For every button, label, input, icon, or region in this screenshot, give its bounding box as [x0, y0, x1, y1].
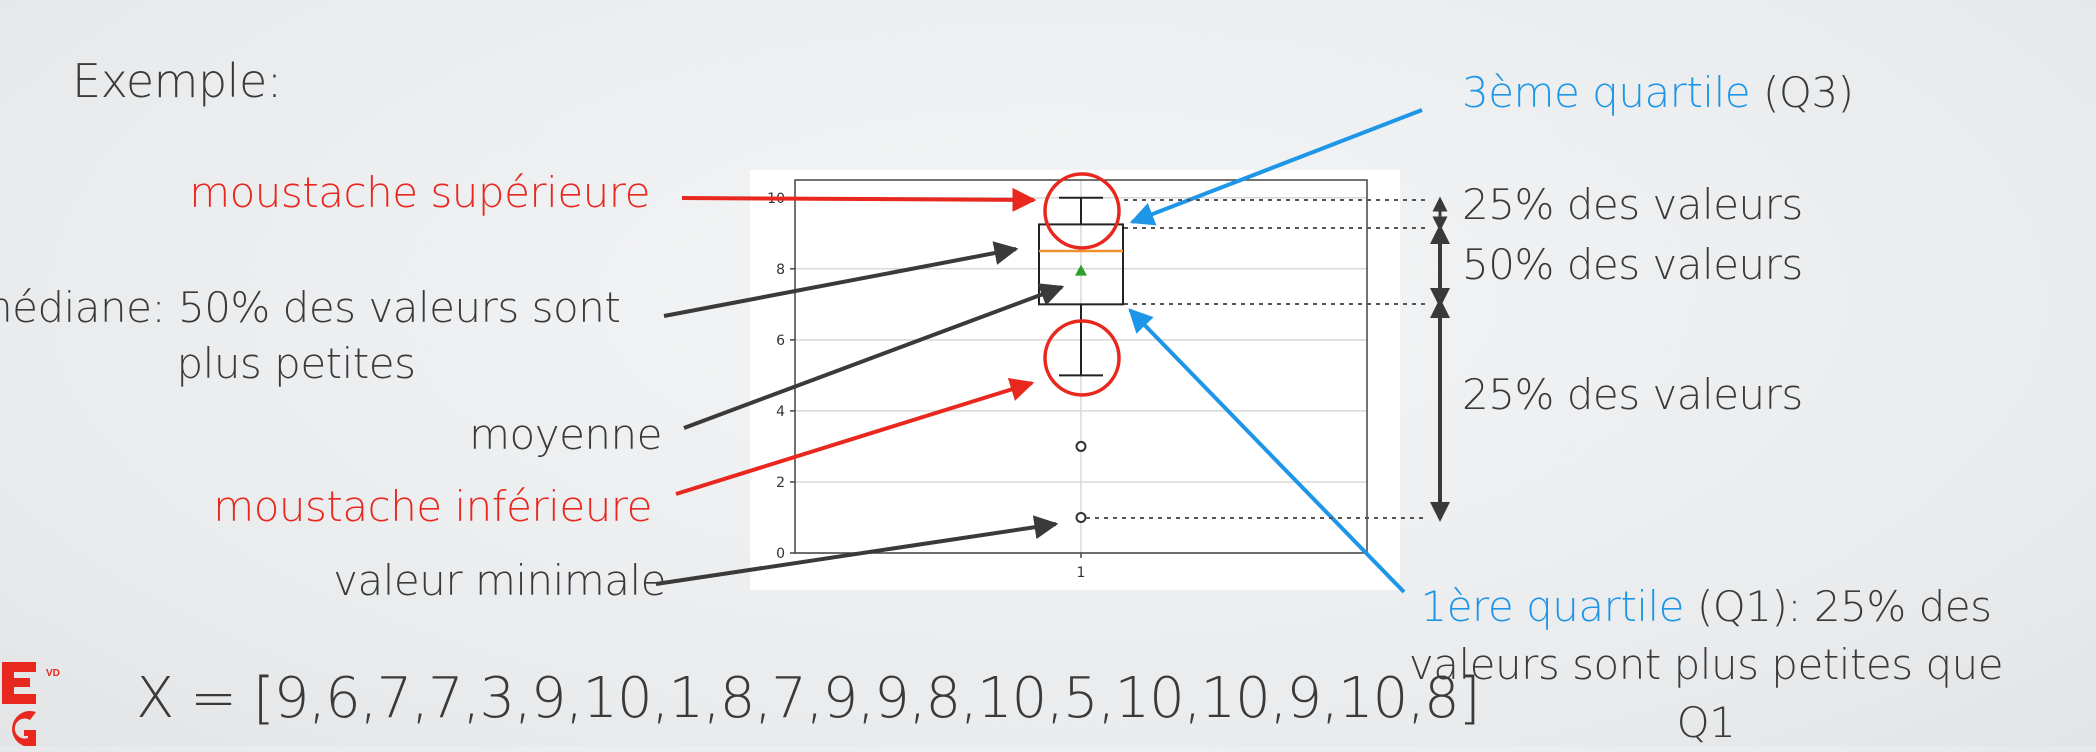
guide-lines [1086, 199, 1428, 519]
upper-whisker-label: moustache supérieure [189, 168, 650, 217]
upper-whisker-highlight [1043, 172, 1121, 250]
median-label-line1: médiane: 50% des valeurs sont [0, 283, 621, 332]
pct-top-label: 25% des valeurs [1462, 180, 1803, 229]
mean-label: moyenne [469, 410, 662, 459]
mean-marker [1075, 264, 1087, 276]
q3-label-colored: 3ème quartile [1462, 68, 1751, 117]
y-tick-label: 4 [776, 404, 785, 420]
quartile-box [1038, 223, 1124, 306]
q1-label-colored: 1ère quartile [1420, 582, 1685, 631]
q3-label-rest: (Q3) [1750, 68, 1854, 117]
chart-panel [750, 170, 1400, 590]
y-tick-label: 6 [776, 333, 785, 349]
data-formula: X = [9,6,7,7,3,9,10,1,8,7,9,9,8,10,5,10,… [136, 666, 1481, 731]
minimum-arrow [655, 515, 1059, 586]
y-tick-label: 8 [776, 262, 785, 278]
pct-bottom-label: 25% des valeurs [1462, 370, 1803, 419]
q1-label-rest: (Q1): 25% des valeurs sont plus petites … [1408, 582, 2004, 747]
upper-whisker-arrow [681, 187, 1037, 212]
minimum-label: valeur minimale [333, 556, 666, 605]
pct-middle-label: 50% des valeurs [1462, 240, 1803, 289]
median-arrow [663, 241, 1019, 318]
q3-label: 3ème quartile (Q3) [1462, 68, 1854, 117]
y-tick-label: 2 [776, 475, 785, 491]
median-label: médiane: 50% des valeurs sont plus petit… [0, 280, 636, 392]
y-tick-label: 0 [776, 546, 785, 562]
slide-title: Exemple: [72, 54, 282, 108]
q1-label: 1ère quartile (Q1): 25% des valeurs sont… [1396, 578, 2016, 752]
chart-box [1038, 196, 1124, 523]
median-label-line2: plus petites [176, 339, 416, 388]
lower-whisker-arrow [675, 377, 1035, 496]
lower-whisker-highlight [1043, 319, 1121, 397]
logo-vd-text: VD [46, 668, 60, 679]
x-tick-label: 1 [1077, 565, 1086, 581]
lower-whisker-label: moustache inférieure [213, 482, 652, 531]
outlier-point [1075, 440, 1087, 452]
q3-arrow [1129, 108, 1423, 226]
q1-arrow [1128, 308, 1406, 594]
outlier-point [1075, 511, 1087, 523]
school-logo: VD [2, 662, 60, 746]
mean-arrow [683, 283, 1065, 430]
